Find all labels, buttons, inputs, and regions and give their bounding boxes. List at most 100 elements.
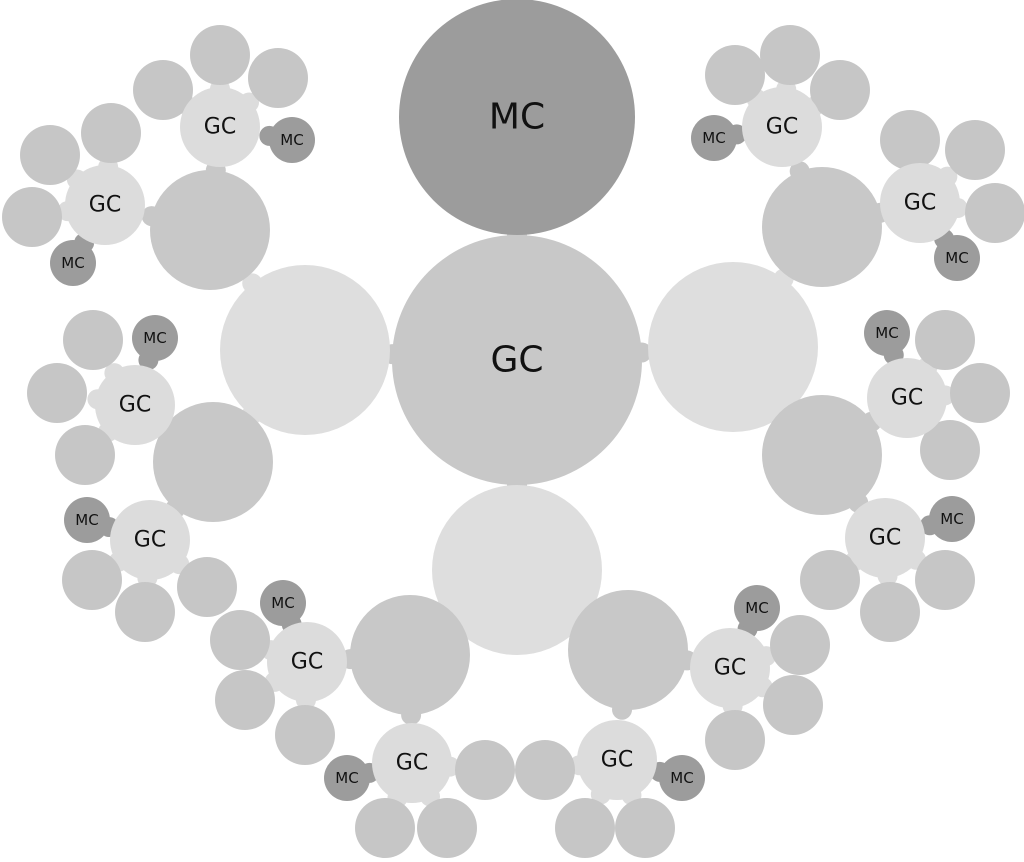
main-gc-label: GC [490, 340, 543, 381]
mc-label: MC [335, 769, 358, 787]
gc-label: GC [891, 386, 923, 411]
leaf-node [355, 798, 415, 858]
leaf-node [63, 310, 123, 370]
leaf-node [763, 675, 823, 735]
gc-node [690, 628, 770, 708]
mc-node [691, 115, 737, 161]
mc-label: MC [745, 599, 768, 617]
leaf-node [133, 60, 193, 120]
gc-node [180, 87, 260, 167]
gc-label: GC [119, 393, 151, 418]
gc-label: GC [134, 528, 166, 553]
gc-node [95, 365, 175, 445]
leaf-node [760, 25, 820, 85]
leaf-node [920, 420, 980, 480]
gc-node [867, 358, 947, 438]
leaf-node [915, 550, 975, 610]
branch-node-medium [350, 595, 470, 715]
gc-label: GC [291, 650, 323, 675]
mc-node [929, 496, 975, 542]
mc-label: MC [875, 324, 898, 342]
mc-label: MC [75, 511, 98, 529]
leaf-nodes [2, 25, 1024, 858]
mc-nodes: MC MC MC MC MC MC MC MC MC MC MC MC [50, 115, 980, 801]
mc-node [260, 580, 306, 626]
leaf-node [860, 582, 920, 642]
branch-node-large [220, 265, 390, 435]
mc-label: MC [670, 769, 693, 787]
branch-node-medium [153, 402, 273, 522]
gc-nodes: GC GC GC GC GC GC GC GC GC GC GC GC [65, 87, 960, 803]
leaf-node [555, 798, 615, 858]
mc-node [269, 117, 315, 163]
main-mc-label: MC [489, 97, 545, 138]
main-mc-node [399, 0, 635, 235]
leaf-node [950, 363, 1010, 423]
mc-label: MC [271, 594, 294, 612]
gc-node [845, 498, 925, 578]
gc-label: GC [204, 115, 236, 140]
mc-label: MC [940, 510, 963, 528]
mc-label: MC [702, 129, 725, 147]
leaf-node [27, 363, 87, 423]
leaf-node [945, 120, 1005, 180]
branch-node-medium [568, 590, 688, 710]
leaf-node [210, 610, 270, 670]
branch-node-medium [762, 395, 882, 515]
leaf-node [81, 103, 141, 163]
gc-node [110, 500, 190, 580]
mc-node [64, 497, 110, 543]
leaf-node [248, 48, 308, 108]
mc-node [324, 755, 370, 801]
gc-label: GC [904, 191, 936, 216]
mc-node [734, 585, 780, 631]
leaf-node [705, 45, 765, 105]
gc-label: GC [396, 751, 428, 776]
gc-node [267, 622, 347, 702]
leaf-node [965, 183, 1024, 243]
mc-node [934, 235, 980, 281]
main-nodes: MC GC [392, 0, 642, 485]
mc-label: MC [280, 131, 303, 149]
leaf-node [615, 798, 675, 858]
gc-label: GC [766, 115, 798, 140]
leaf-node [115, 582, 175, 642]
branch-node-medium [762, 167, 882, 287]
leaf-node [62, 550, 122, 610]
leaf-node [455, 740, 515, 800]
leaf-node [880, 110, 940, 170]
mc-node [864, 310, 910, 356]
leaf-node [177, 557, 237, 617]
leaf-node [915, 310, 975, 370]
mc-node [50, 240, 96, 286]
branch-node-medium [150, 170, 270, 290]
leaf-node [55, 425, 115, 485]
gc-node [577, 720, 657, 800]
mc-label: MC [143, 329, 166, 347]
gc-node [880, 163, 960, 243]
leaf-node [190, 25, 250, 85]
mc-node [659, 755, 705, 801]
leaf-node [800, 550, 860, 610]
branch-node-large [648, 262, 818, 432]
gc-label: GC [89, 193, 121, 218]
leaf-node [770, 615, 830, 675]
gc-node [742, 87, 822, 167]
mc-label: MC [945, 249, 968, 267]
leaf-node [2, 187, 62, 247]
main-gc-node [392, 235, 642, 485]
leaf-node [705, 710, 765, 770]
leaf-node [275, 705, 335, 765]
leaf-node [417, 798, 477, 858]
leaf-node [810, 60, 870, 120]
gc-node [65, 165, 145, 245]
leaf-node [215, 670, 275, 730]
gc-label: GC [869, 526, 901, 551]
branch-node-large [432, 485, 602, 655]
branch-nodes [150, 167, 882, 715]
mc-label: MC [61, 254, 84, 272]
leaf-node [20, 125, 80, 185]
gc-label: GC [714, 656, 746, 681]
